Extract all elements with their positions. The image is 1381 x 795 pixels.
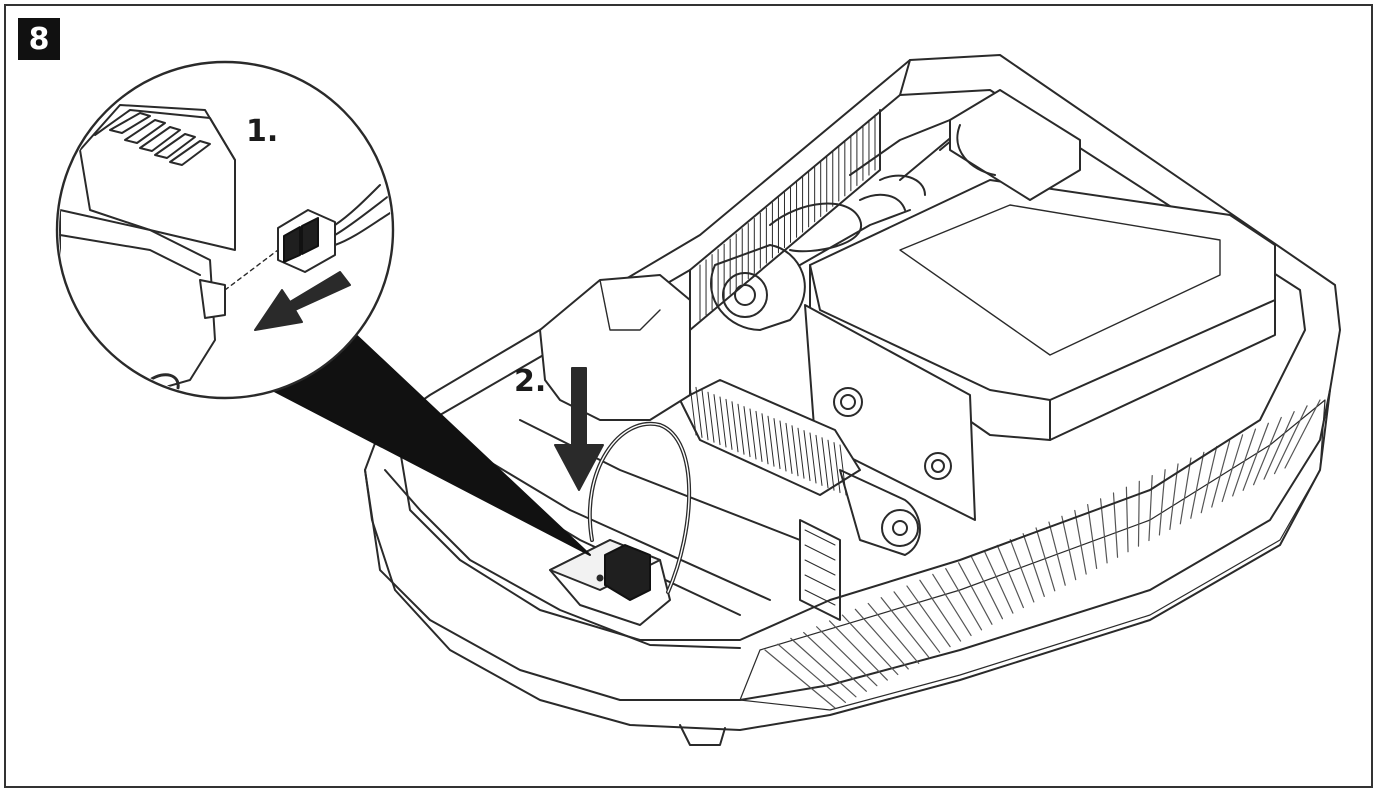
inset-vent-slots	[109, 112, 211, 166]
control-box-side	[1049, 299, 1276, 441]
step1-arrow	[254, 271, 351, 331]
fan-motor-hub-inner	[892, 520, 908, 536]
board-port-upper	[833, 387, 863, 417]
air-duct-bend	[539, 274, 691, 421]
evaporator-coil	[799, 519, 841, 621]
compressor-cap-inner	[734, 284, 756, 306]
housing-base-lip	[364, 389, 1331, 731]
step-2-label: 2.	[514, 364, 547, 399]
housing-front-ledge	[384, 469, 741, 649]
board-port-lower-inner	[931, 459, 945, 473]
ventilation-grille	[739, 399, 1326, 711]
figure-number-badge: 8	[18, 18, 60, 60]
housing-inner-rim	[399, 89, 1306, 641]
pipe-coil	[859, 174, 926, 211]
crossflow-fan	[679, 379, 861, 496]
board-port-upper-inner	[840, 394, 856, 410]
tray-rail-back	[519, 419, 801, 541]
inset-wires	[334, 184, 391, 246]
inset-socket-clip	[199, 279, 226, 319]
connector-plug	[604, 544, 651, 601]
inset-module-body	[79, 104, 236, 251]
housing-foot	[679, 724, 726, 746]
board-port-lower	[924, 452, 952, 480]
exhaust-duct-collar	[956, 124, 996, 176]
exhaust-duct	[949, 89, 1081, 201]
inset-dash-line	[224, 249, 279, 291]
connector-dot	[596, 574, 604, 582]
step2-arrow	[554, 367, 604, 491]
fan-motor	[839, 469, 921, 556]
fan-motor-hub	[881, 509, 919, 547]
step-1-label: 1.	[246, 114, 279, 149]
compressor-cap	[722, 272, 768, 318]
fan-blades	[689, 384, 847, 496]
control-box-lid-recess	[899, 204, 1221, 356]
compressor-body	[710, 244, 806, 331]
